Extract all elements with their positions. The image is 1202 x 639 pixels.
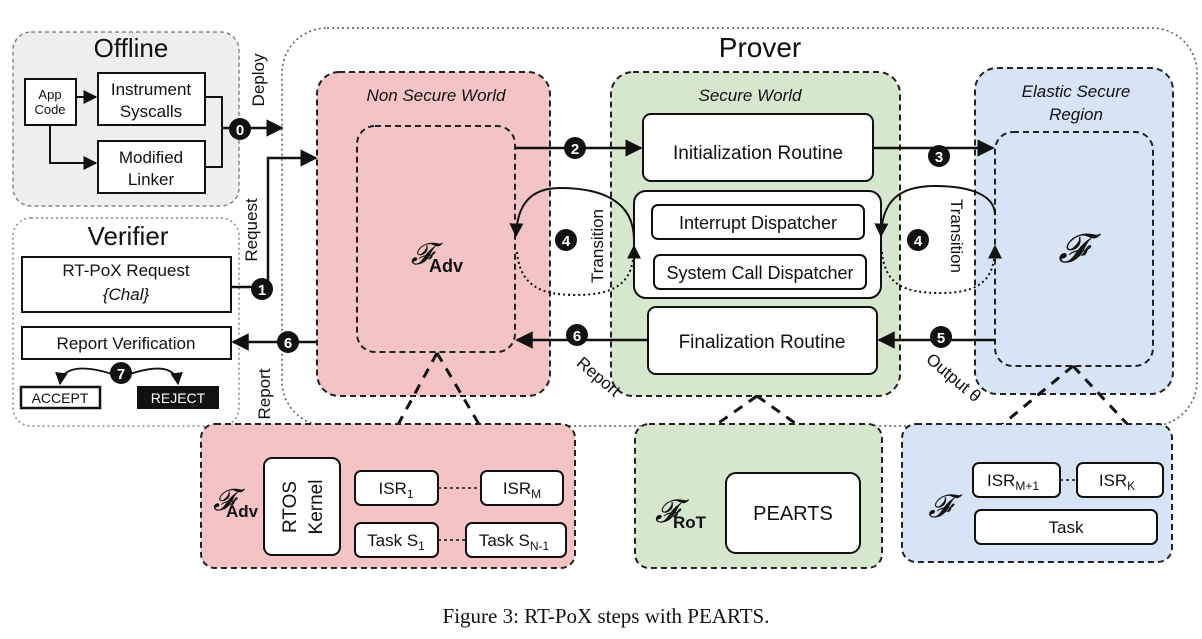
rtos-kernel-box <box>263 457 341 556</box>
deploy-label: Deploy <box>249 53 268 106</box>
transition-label-right: Transition <box>947 199 966 273</box>
request-label: Request <box>242 198 261 262</box>
task-sn-box <box>465 522 567 558</box>
prover-title: Prover <box>719 32 801 63</box>
interrupt-dispatcher-label: Interrupt Dispatcher <box>679 213 837 233</box>
transition-loop-right-solid <box>874 184 996 238</box>
arrow-to-reject <box>129 367 183 386</box>
svg-text:5: 5 <box>937 330 945 347</box>
task-box <box>974 509 1158 545</box>
connector-rot-left <box>689 394 758 445</box>
kernel-label: Kernel <box>306 480 327 535</box>
rtpox-request-box <box>21 256 232 313</box>
app-code-label-1: App <box>38 87 61 102</box>
transition-loop-right-dotted <box>881 244 1002 295</box>
task-sn-label: Task SN-1 <box>479 531 550 553</box>
report-verification-box <box>21 326 232 360</box>
arrow-to-accept <box>55 367 113 386</box>
isr-1-label: ISR1 <box>378 479 413 501</box>
modified-linker-box <box>97 140 206 194</box>
non-secure-world-label: Non Secure World <box>367 86 506 105</box>
f-adv-subscript: Adv <box>429 256 463 276</box>
f-adv-box <box>356 125 516 353</box>
step-badge-4-left: 4 <box>555 229 577 251</box>
step-badge-2: 2 <box>564 137 586 159</box>
arrow-app-linker <box>49 125 98 170</box>
arrow-request <box>231 149 318 289</box>
isr-m1-label: ISRM+1 <box>987 471 1039 493</box>
app-code-label-2: Code <box>34 102 65 117</box>
pearts-label: PEARTS <box>753 503 833 525</box>
svg-text:6: 6 <box>284 335 292 352</box>
app-code-box <box>24 78 77 126</box>
elastic-label-2: Region <box>1049 105 1103 124</box>
svg-text:6: 6 <box>573 328 581 345</box>
isr-m-label: ISRM <box>503 479 541 501</box>
transition-label-left: Transition <box>588 209 607 283</box>
svg-text:4: 4 <box>914 233 923 250</box>
rtos-label: RTOS <box>280 481 301 533</box>
task-label: Task <box>1049 518 1084 537</box>
verifier-title: Verifier <box>88 221 169 251</box>
svg-text:0: 0 <box>236 122 244 139</box>
svg-text:7: 7 <box>117 366 125 383</box>
svg-text:1: 1 <box>258 282 266 299</box>
accept-box <box>19 385 102 410</box>
elastic-label-1: Elastic Secure <box>1022 82 1131 101</box>
step-badge-5: 5 <box>930 326 952 348</box>
interrupt-dispatcher-box <box>651 204 865 240</box>
connector-f-left <box>979 364 1074 445</box>
rtpox-request-label: RT-PoX Request <box>62 261 190 280</box>
secure-world-label: Secure World <box>699 86 803 105</box>
isr-k-label: ISRK <box>1099 471 1135 493</box>
transition-loop-left-dotted <box>516 244 641 297</box>
detail-adv-subscript: Adv <box>226 502 259 521</box>
linker-label-2: Linker <box>128 170 175 189</box>
step-badge-1: 1 <box>251 278 273 300</box>
step-badge-6-verifier: 6 <box>277 331 299 353</box>
syscall-dispatcher-box <box>653 254 867 290</box>
connector-rot-right <box>756 394 824 445</box>
report-verification-label: Report Verification <box>57 334 196 353</box>
linker-label-1: Modified <box>119 148 183 167</box>
isr-k-box <box>1076 462 1164 498</box>
offline-title: Offline <box>94 33 169 63</box>
instrument-syscalls-box <box>97 72 206 126</box>
arrow-instrument-deploy <box>205 96 223 128</box>
instrument-label-2: Syscalls <box>120 102 182 121</box>
transition-loop-left-solid <box>509 186 635 241</box>
report-label-verifier: Report <box>255 368 274 419</box>
step-badge-7: 7 <box>110 362 132 384</box>
step-badge-3: 3 <box>928 145 950 167</box>
instrument-label-1: Instrument <box>111 80 192 99</box>
rtpox-chal-label: {Chal} <box>103 285 150 304</box>
syscall-dispatcher-label: System Call Dispatcher <box>666 263 853 283</box>
svg-text:2: 2 <box>571 141 579 158</box>
pearts-box <box>725 472 861 554</box>
reject-box <box>137 386 219 409</box>
finalization-routine-label: Finalization Routine <box>679 332 846 353</box>
initialization-routine-label: Initialization Routine <box>673 143 843 164</box>
task-s1-label: Task S1 <box>367 531 425 553</box>
arrow-linker-deploy <box>205 128 223 168</box>
step-badge-6-prover: 6 <box>566 324 588 346</box>
detail-rot-subscript: RoT <box>673 513 707 532</box>
accept-label: ACCEPT <box>32 390 89 406</box>
figure-caption: Figure 3: RT-PoX steps with PEARTS. <box>443 604 770 628</box>
step-badge-0: 0 <box>229 118 251 140</box>
svg-text:4: 4 <box>562 233 571 250</box>
svg-text:3: 3 <box>935 149 943 166</box>
reject-label: REJECT <box>151 390 206 406</box>
step-badge-4-right: 4 <box>907 229 929 251</box>
